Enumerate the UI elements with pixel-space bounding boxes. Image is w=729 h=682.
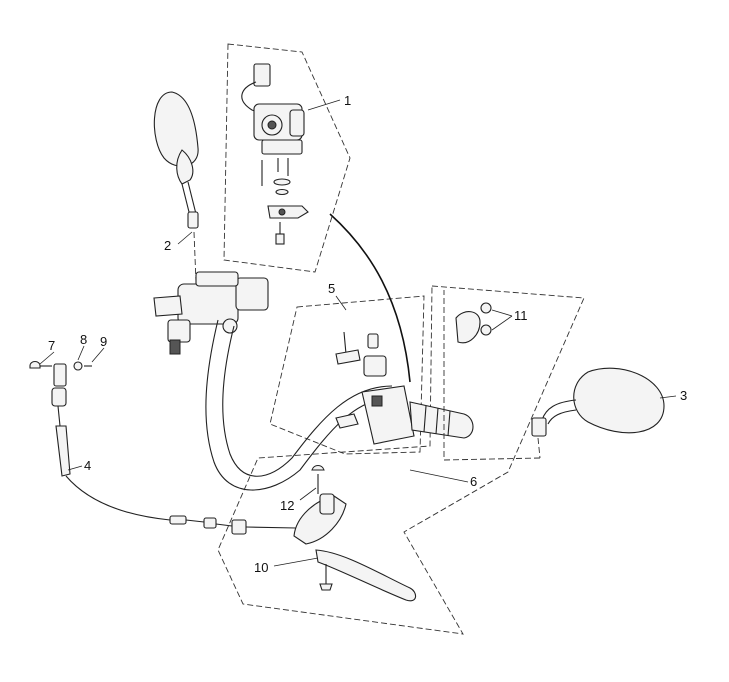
switch-assembly bbox=[241, 63, 309, 245]
callout-2: 2 bbox=[164, 238, 171, 253]
leader-4 bbox=[67, 465, 83, 471]
kill-switch-part bbox=[335, 331, 387, 429]
clutch-lever-assembly bbox=[293, 464, 417, 602]
leader-8 bbox=[77, 345, 85, 361]
right-grip-assembly bbox=[361, 385, 474, 445]
leader-9 bbox=[91, 347, 105, 363]
left-mirror bbox=[153, 91, 199, 229]
leader-2 bbox=[177, 231, 193, 245]
switch-cable bbox=[329, 213, 411, 383]
callout-8: 8 bbox=[80, 332, 87, 347]
group-outline-5 bbox=[269, 295, 425, 455]
leader-6 bbox=[409, 469, 469, 483]
leader-1 bbox=[307, 99, 341, 111]
left-master-cylinder bbox=[153, 271, 269, 355]
group-outline-6 bbox=[217, 285, 585, 635]
callout-3: 3 bbox=[680, 388, 687, 403]
clamp-part bbox=[455, 302, 492, 344]
small-fasteners bbox=[29, 360, 92, 371]
callout-10: 10 bbox=[254, 560, 268, 575]
leader-7 bbox=[39, 351, 55, 365]
handlebar bbox=[205, 319, 393, 491]
handlebar-inner bbox=[222, 325, 393, 477]
callout-5: 5 bbox=[328, 281, 335, 296]
leader-3 bbox=[659, 395, 677, 399]
callout-9: 9 bbox=[100, 334, 107, 349]
callout-1: 1 bbox=[344, 93, 351, 108]
leader-10 bbox=[273, 557, 319, 567]
right-mirror-mount-guide bbox=[443, 290, 541, 461]
callout-12: 12 bbox=[280, 498, 294, 513]
leader-11b bbox=[491, 315, 513, 331]
leader-11 bbox=[491, 309, 513, 317]
leader-5 bbox=[335, 295, 347, 311]
callout-6: 6 bbox=[470, 474, 477, 489]
callout-7: 7 bbox=[48, 338, 55, 353]
right-mirror bbox=[531, 367, 665, 437]
callout-4: 4 bbox=[84, 458, 91, 473]
clutch-cable bbox=[51, 363, 297, 535]
leader-12 bbox=[299, 487, 317, 501]
right-mirror-guide bbox=[537, 437, 541, 459]
group-outline-1 bbox=[223, 43, 351, 273]
callout-11: 11 bbox=[514, 308, 528, 323]
